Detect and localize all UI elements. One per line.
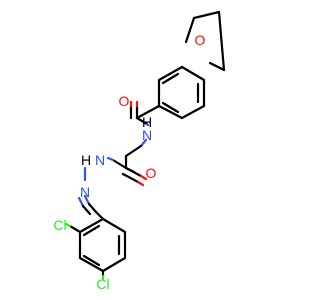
bond-double-inner	[82, 254, 101, 267]
atom-label-oxygen-amide: O	[119, 93, 130, 109]
bond	[135, 116, 149, 126]
atom-label-chlorine-ortho: Cl	[53, 217, 66, 233]
bond-nitrogen	[106, 156, 115, 162]
bond	[217, 10, 226, 72]
atom-label-oxygen-hydrazide: O	[146, 165, 157, 181]
atom-label-nitrogen-amide: N	[142, 127, 152, 143]
bond-chlorine	[64, 222, 72, 228]
bond	[157, 104, 184, 120]
bond-oxygen	[136, 180, 145, 187]
bond-nitrogen	[77, 196, 85, 208]
atom-label-nitrogen-hydrazide: N	[95, 152, 105, 168]
molecule-canvas: O O N H O N H N Cl Cl	[53, 10, 226, 292]
molecule-structure: O O N H O N H N Cl Cl	[53, 10, 226, 292]
atom-label-hydrogen-amide: H	[142, 114, 152, 130]
bond	[78, 217, 105, 234]
atom-label-chlorine-para: Cl	[96, 276, 109, 292]
atom-label-hydrogen-hydrazide: H	[81, 152, 91, 168]
bond	[124, 144, 143, 158]
atom-label-oxygen-ether: O	[195, 32, 206, 48]
bond	[87, 202, 98, 214]
bond	[157, 65, 184, 82]
bond	[184, 16, 196, 44]
bond-double-inner	[81, 204, 92, 216]
bond	[111, 158, 128, 170]
bond-oxygen	[139, 174, 148, 181]
bond-double-inner	[82, 224, 101, 237]
bond-nitrogen	[139, 138, 148, 148]
bond	[208, 61, 226, 72]
bond	[101, 256, 127, 273]
bond-nitrogen	[145, 122, 150, 127]
bond	[78, 256, 105, 273]
bond	[124, 166, 143, 178]
bond	[135, 104, 161, 120]
bond-double-inner	[161, 72, 180, 85]
bond	[192, 10, 221, 20]
bond-double-inner	[121, 172, 140, 184]
bond	[180, 65, 206, 82]
bond	[101, 217, 127, 234]
bond-double-inner	[161, 101, 180, 114]
atom-label-nitrogen-imine: N	[80, 184, 90, 200]
bond	[94, 210, 105, 221]
bond	[180, 104, 206, 120]
bond-nitrogen	[83, 194, 91, 206]
bond	[68, 224, 82, 234]
